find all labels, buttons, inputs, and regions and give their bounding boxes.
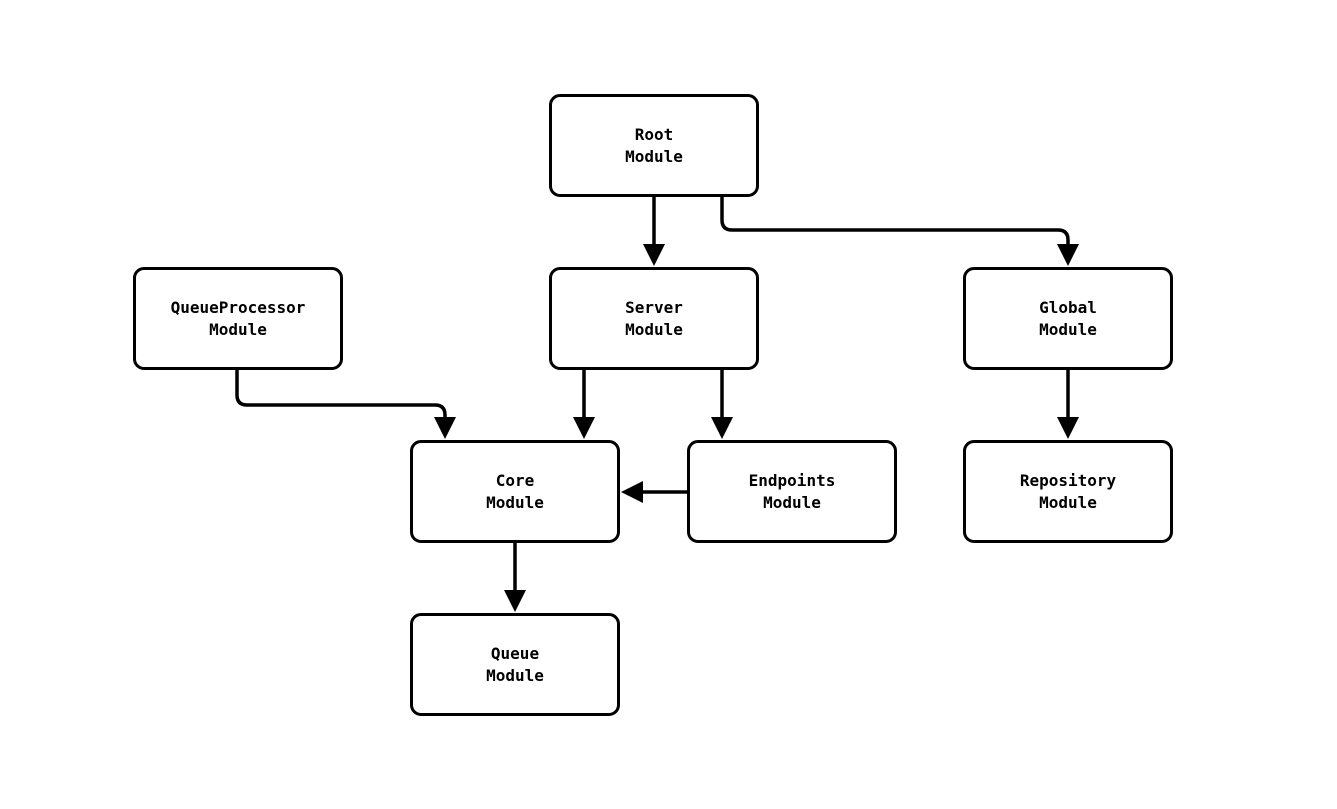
edge-global-to-repository xyxy=(1057,370,1079,439)
node-server-module-line1: Server xyxy=(625,297,683,317)
node-server-module-line2: Module xyxy=(625,319,683,339)
node-queue-module-line1: Queue xyxy=(490,643,540,663)
node-root-module-line2: Module xyxy=(625,146,683,166)
node-repository-module[interactable]: Repository Module xyxy=(963,440,1173,543)
node-queue-module[interactable]: Queue Module xyxy=(410,613,620,716)
edge-core-to-queue xyxy=(504,543,526,612)
node-global-module[interactable]: Global Module xyxy=(963,267,1173,370)
edge-server-to-core xyxy=(573,370,595,439)
node-global-module-line2: Module xyxy=(1039,319,1097,339)
edge-queueprocessor-to-core xyxy=(235,370,456,439)
node-root-module-line1: Root xyxy=(634,124,674,144)
node-server-module[interactable]: Server Module xyxy=(549,267,759,370)
node-endpoints-module-line2: Module xyxy=(763,492,821,512)
edge-root-to-server xyxy=(643,197,665,266)
node-core-module[interactable]: Core Module xyxy=(410,440,620,543)
node-repository-module-line2: Module xyxy=(1039,492,1097,512)
node-endpoints-module-line1: Endpoints xyxy=(748,470,836,490)
edge-root-to-global xyxy=(720,197,1079,266)
node-queueprocessor-module-line2: Module xyxy=(209,319,267,339)
node-repository-module-line1: Repository xyxy=(1019,470,1117,490)
node-core-module-line2: Module xyxy=(486,492,544,512)
node-queue-module-line2: Module xyxy=(486,665,544,685)
node-queueprocessor-module-line1: QueueProcessor xyxy=(170,297,306,317)
edge-endpoints-to-core xyxy=(621,481,689,503)
node-core-module-line1: Core xyxy=(495,470,535,490)
node-root-module[interactable]: Root Module xyxy=(549,94,759,197)
node-queueprocessor-module[interactable]: QueueProcessor Module xyxy=(133,267,343,370)
edge-server-to-endpoints xyxy=(711,370,733,439)
node-endpoints-module[interactable]: Endpoints Module xyxy=(687,440,897,543)
node-global-module-line1: Global xyxy=(1039,297,1097,317)
